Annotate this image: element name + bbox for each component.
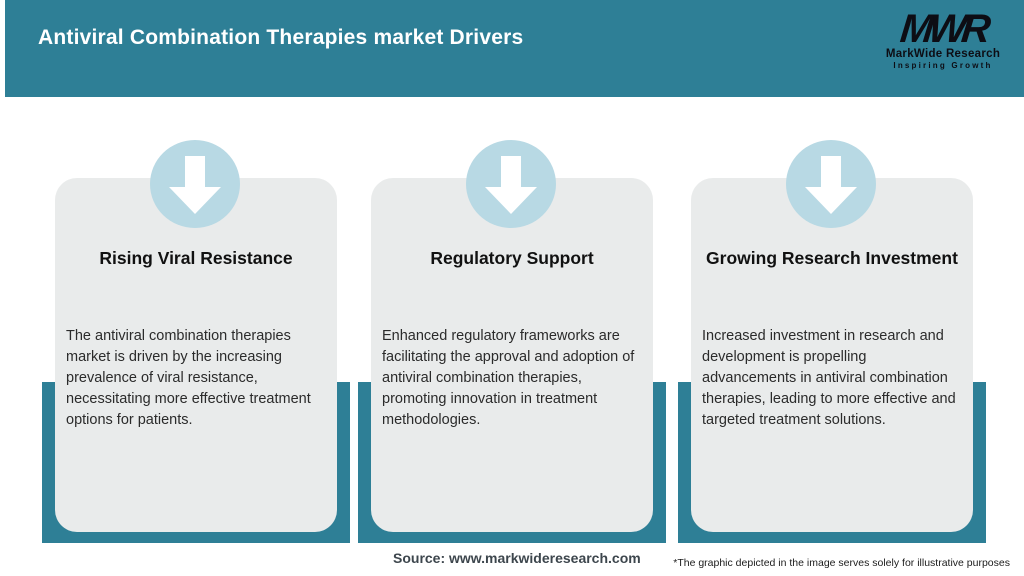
card-title: Growing Research Investment [706, 248, 958, 268]
down-arrow-icon [805, 156, 857, 214]
arrow-circle-badge [150, 140, 240, 228]
logo-monogram: MWR [898, 7, 988, 51]
card-description: The antiviral combination therapies mark… [66, 328, 311, 428]
source-text: Source: www.markwideresearch.com [393, 550, 641, 566]
card-description: Increased investment in research and dev… [702, 328, 956, 428]
arrow-circle-badge [786, 140, 876, 228]
card-description: Enhanced regulatory frameworks are facil… [382, 328, 635, 428]
disclaimer-text: *The graphic depicted in the image serve… [673, 557, 1010, 569]
logo-name: MarkWide Research [885, 48, 1001, 60]
driver-card-rising-viral-resistance: Rising Viral Resistance The antiviral co… [55, 178, 337, 532]
arrow-circle-badge [466, 140, 556, 228]
driver-card-growing-research-investment: Growing Research Investment Increased in… [691, 178, 973, 532]
card-title: Regulatory Support [430, 248, 594, 268]
down-arrow-icon [169, 156, 221, 214]
driver-card-regulatory-support: Regulatory Support Enhanced regulatory f… [371, 178, 653, 532]
card-title: Rising Viral Resistance [99, 248, 293, 268]
logo-tagline: Inspiring Growth [893, 61, 993, 70]
down-arrow-icon [485, 156, 537, 214]
page-title: Antiviral Combination Therapies market D… [38, 26, 524, 49]
header-bar: Antiviral Combination Therapies market D… [5, 0, 1024, 97]
markwide-research-logo: MWR MarkWide Research Inspiring Growth [878, 7, 1008, 70]
